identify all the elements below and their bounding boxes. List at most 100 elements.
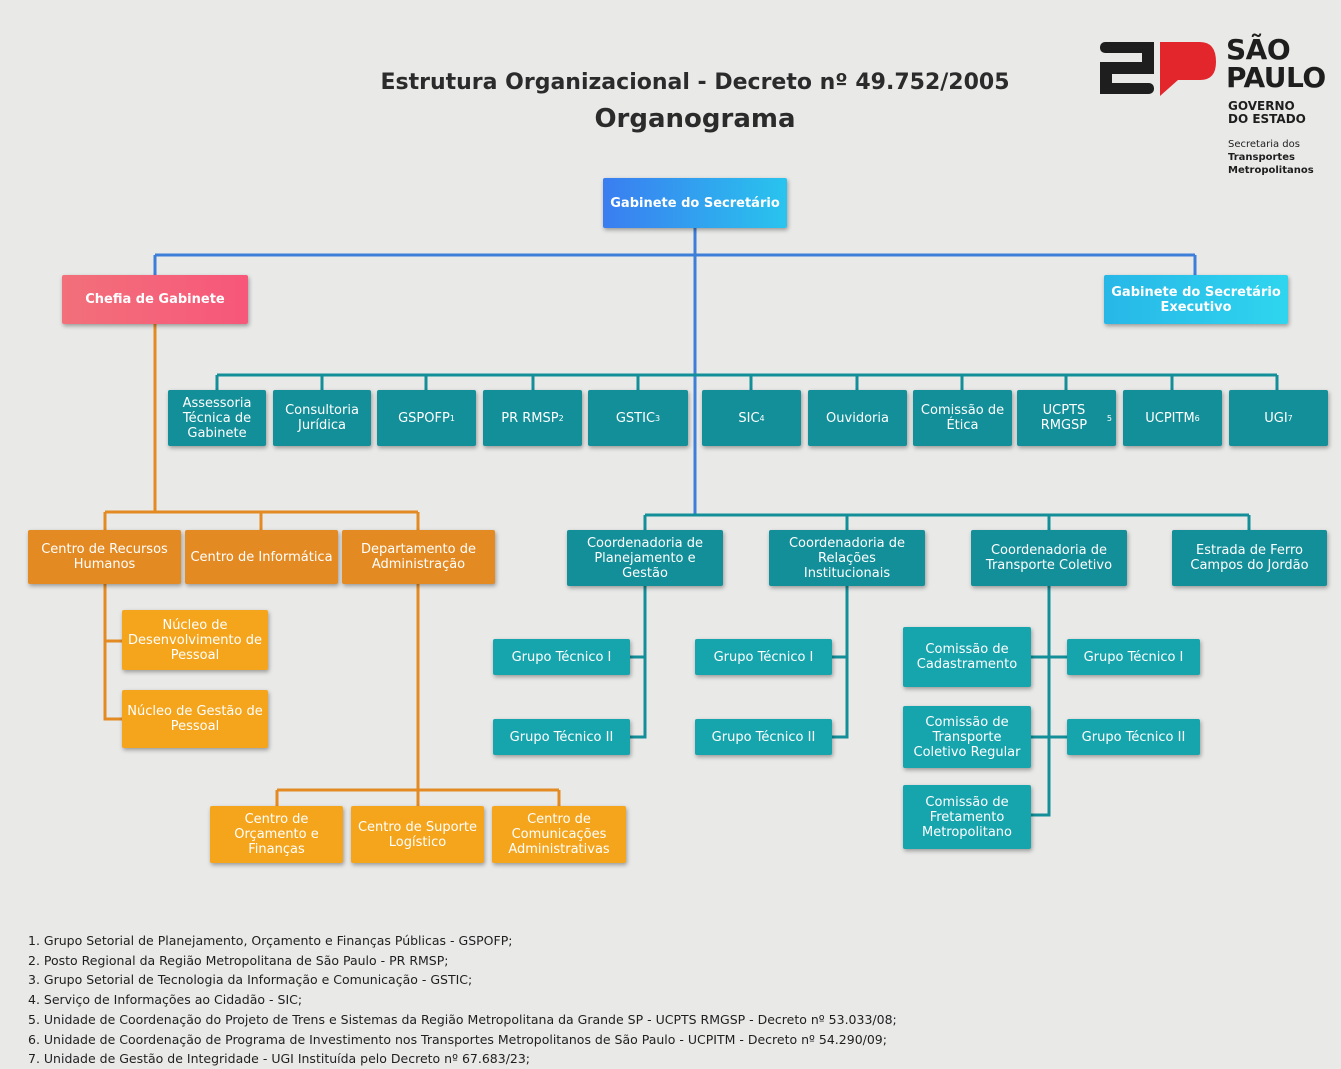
page-title: Estrutura Organizacional - Decreto nº 49… bbox=[380, 70, 1010, 95]
node-gabinete-executivo: Gabinete do Secretário Executivo bbox=[1104, 275, 1288, 324]
node-coord-transporte: Coordenadoria de Transporte Coletivo bbox=[971, 530, 1127, 586]
node-transporte-grupo-2: Grupo Técnico II bbox=[1067, 719, 1200, 755]
node-label: Centro de Informática bbox=[190, 549, 333, 565]
footnotes: 1. Grupo Setorial de Planejamento, Orçam… bbox=[28, 931, 1128, 1069]
node-label: Coordenadoria de Relações Institucionais bbox=[788, 535, 906, 581]
page-subtitle: Organograma bbox=[594, 104, 796, 134]
node-label: Grupo Técnico II bbox=[509, 729, 614, 745]
logo-name: SÃO PAULO bbox=[1226, 36, 1326, 92]
node-label: Grupo Técnico II bbox=[1081, 729, 1186, 745]
node-label: GSPOFP bbox=[398, 410, 450, 426]
node-label: Departamento de Administração bbox=[361, 542, 476, 572]
node-label: Gabinete do Secretário bbox=[610, 195, 780, 211]
node-label: Grupo Técnico I bbox=[511, 649, 612, 665]
node-label: Gabinete do Secretário Executivo bbox=[1111, 284, 1281, 315]
node-relacoes-grupo-1: Grupo Técnico I bbox=[695, 639, 832, 675]
node-label: SIC bbox=[738, 410, 760, 426]
node-estrada-ferro: Estrada de Ferro Campos do Jordão bbox=[1172, 530, 1327, 586]
sp-logo-mark-icon bbox=[1100, 42, 1216, 96]
logo-name-line2: PAULO bbox=[1226, 61, 1326, 94]
footnote-ref: 5 bbox=[1106, 413, 1112, 423]
node-gestao-pessoal: Núcleo de Gestão de Pessoal bbox=[122, 690, 268, 748]
footnote-ref: 4 bbox=[759, 413, 765, 423]
logo-name-line1: SÃO bbox=[1226, 33, 1291, 66]
node-gabinete-secretario: Gabinete do Secretário bbox=[603, 178, 787, 228]
node-label: UCPTS RMGSP bbox=[1040, 403, 1088, 433]
node-assessoria: Assessoria Técnica de Gabinete bbox=[168, 390, 266, 446]
footnote-7: 7. Unidade de Gestão de Integridade - UG… bbox=[28, 1051, 531, 1067]
footnote-ref: 2 bbox=[558, 413, 564, 423]
node-desenvolvimento-pessoal: Núcleo de Desenvolvimento de Pessoal bbox=[122, 610, 268, 670]
node-planejamento-grupo-2: Grupo Técnico II bbox=[493, 719, 630, 755]
sao-paulo-logo: SÃO PAULO GOVERNO DO ESTADO Secretaria d… bbox=[1100, 36, 1335, 186]
logo-sec-line3: Metropolitanos bbox=[1228, 165, 1314, 176]
node-label: Comissão de Ética bbox=[920, 403, 1005, 433]
node-comissao-fretamento: Comissão de Fretamento Metropolitano bbox=[903, 785, 1031, 849]
node-administracao: Departamento de Administração bbox=[342, 530, 495, 584]
node-chefia-gabinete: Chefia de Gabinete bbox=[62, 275, 248, 324]
node-label: Chefia de Gabinete bbox=[85, 292, 225, 307]
node-label: Centro de Suporte Logístico bbox=[357, 819, 478, 850]
node-coord-planejamento: Coordenadoria de Planejamento e Gestão bbox=[567, 530, 723, 586]
node-orcamento-financas: Centro de Orçamento e Finanças bbox=[210, 806, 343, 863]
footnote-ref: 6 bbox=[1194, 413, 1200, 423]
node-comissao-cadastramento: Comissão de Cadastramento bbox=[903, 627, 1031, 687]
node-label: Grupo Técnico II bbox=[711, 729, 816, 745]
footnote-6: 6. Unidade de Coordenação de Programa de… bbox=[28, 1031, 887, 1047]
node-transporte-grupo-1: Grupo Técnico I bbox=[1067, 639, 1200, 675]
node-label: Grupo Técnico I bbox=[713, 649, 814, 665]
footnote-3: 3. Grupo Setorial de Tecnologia da Infor… bbox=[28, 972, 473, 988]
node-comissao-regular: Comissão de Transporte Coletivo Regular bbox=[903, 706, 1031, 768]
node-comissao-etica: Comissão de Ética bbox=[913, 390, 1012, 446]
node-label: Coordenadoria de Transporte Coletivo bbox=[985, 543, 1113, 573]
logo-sec-line1: Secretaria dos bbox=[1228, 139, 1300, 150]
node-consultoria: Consultoria Jurídica bbox=[273, 390, 371, 446]
footnote-2: 2. Posto Regional da Região Metropolitan… bbox=[28, 952, 449, 968]
node-coord-relacoes: Coordenadoria de Relações Institucionais bbox=[769, 530, 925, 586]
node-ucpts: UCPTS RMGSP 5 bbox=[1017, 390, 1116, 446]
node-label: Grupo Técnico I bbox=[1083, 649, 1184, 665]
node-label: Assessoria Técnica de Gabinete bbox=[182, 395, 252, 441]
node-suporte-logistico: Centro de Suporte Logístico bbox=[351, 806, 484, 863]
node-comunicacoes: Centro de Comunicações Administrativas bbox=[492, 806, 626, 863]
node-label: GSTIC bbox=[615, 410, 656, 426]
footnote-4: 4. Serviço de Informações ao Cidadão - S… bbox=[28, 992, 303, 1008]
footnote-5: 5. Unidade de Coordenação do Projeto de … bbox=[28, 1011, 897, 1027]
node-informatica: Centro de Informática bbox=[185, 530, 338, 584]
node-label: Centro de Orçamento e Finanças bbox=[234, 812, 319, 857]
node-label: Estrada de Ferro Campos do Jordão bbox=[1190, 543, 1309, 573]
node-label: Ouvidoria bbox=[826, 410, 889, 426]
node-label: Comissão de Transporte Coletivo Regular bbox=[913, 714, 1021, 760]
node-label: Núcleo de Gestão de Pessoal bbox=[127, 704, 263, 734]
node-relacoes-grupo-2: Grupo Técnico II bbox=[695, 719, 832, 755]
node-label: Centro de Comunicações Administrativas bbox=[508, 812, 610, 857]
node-ouvidoria: Ouvidoria bbox=[808, 390, 907, 446]
node-label: Coordenadoria de Planejamento e Gestão bbox=[586, 535, 704, 581]
logo-gov-line1: GOVERNO bbox=[1228, 99, 1295, 113]
logo-secretariat: Secretaria dos Transportes Metropolitano… bbox=[1228, 138, 1314, 177]
node-label: UCPITM bbox=[1145, 410, 1195, 426]
node-label: UGI bbox=[1264, 410, 1288, 426]
logo-government: GOVERNO DO ESTADO bbox=[1228, 100, 1306, 126]
node-planejamento-grupo-1: Grupo Técnico I bbox=[493, 639, 630, 675]
logo-sec-line2: Transportes bbox=[1228, 152, 1295, 163]
logo-gov-line2: DO ESTADO bbox=[1228, 112, 1306, 126]
node-label: Centro de Recursos Humanos bbox=[41, 542, 168, 572]
node-label: Núcleo de Desenvolvimento de Pessoal bbox=[128, 617, 262, 663]
footnote-ref: 3 bbox=[655, 413, 661, 423]
node-recursos-humanos: Centro de Recursos Humanos bbox=[28, 530, 181, 584]
node-label: Consultoria Jurídica bbox=[285, 403, 359, 433]
node-label: PR RMSP bbox=[501, 410, 559, 426]
node-label: Comissão de Cadastramento bbox=[916, 642, 1018, 672]
node-label: Comissão de Fretamento Metropolitano bbox=[921, 794, 1012, 840]
footnote-1: 1. Grupo Setorial de Planejamento, Orçam… bbox=[28, 933, 513, 948]
footnote-ref: 7 bbox=[1287, 413, 1293, 423]
footnote-ref: 1 bbox=[449, 413, 455, 423]
